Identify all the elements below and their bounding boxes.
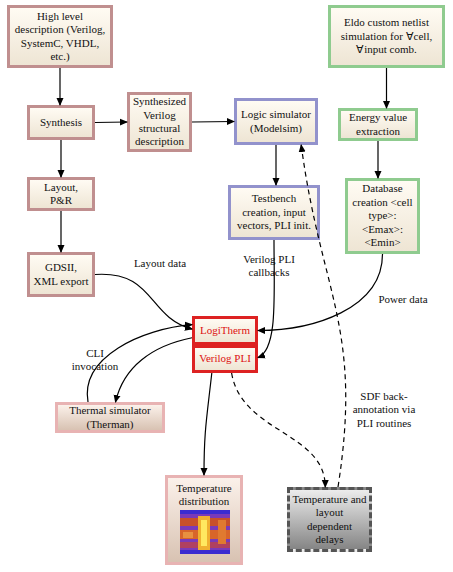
box-text: Verilog PLI <box>199 352 251 365</box>
box-text: Testbench creation, input vectors, PLI i… <box>233 192 315 232</box>
process-box: GDSII, XML export <box>27 252 95 297</box>
edge-label: SDF back-annotation via PLI routines <box>345 390 423 430</box>
connector <box>377 141 378 178</box>
connector <box>192 121 234 123</box>
connector <box>386 68 387 108</box>
process-box: Synthesized Verilog structural descripti… <box>127 92 192 152</box>
temperature-map <box>180 510 230 554</box>
box-text: Thermal simulator (Therman) <box>60 404 160 431</box>
connector <box>116 338 193 402</box>
edge-label: Power data <box>368 293 438 306</box>
connector <box>95 274 192 329</box>
box-text: Synthesized Verilog structural descripti… <box>132 95 187 149</box>
process-box: Testbench creation, input vectors, PLI i… <box>228 185 320 240</box>
connector <box>60 211 61 252</box>
dashed-connector <box>232 373 326 487</box>
connector <box>95 121 127 123</box>
process-box: Layout, P&R <box>27 177 95 211</box>
box-text: LogiTherm <box>200 324 250 337</box>
process-box: Verilog PLI <box>192 345 258 373</box>
process-box: Temperature and layout dependent delays <box>287 487 372 552</box>
process-box: Database creation <cell type>: <Emax>: <… <box>345 178 420 254</box>
process-box: High level description (Verilog, SystemC… <box>7 5 113 68</box>
connector <box>258 254 383 331</box>
connector <box>275 145 276 185</box>
box-text: Energy value extraction <box>343 111 413 138</box>
box-text: High level description (Verilog, SystemC… <box>12 10 108 64</box>
process-box: Thermal simulator (Therman) <box>55 402 165 433</box>
connector <box>204 373 212 475</box>
connector <box>60 140 61 177</box>
edge-label: Layout data <box>120 257 200 270</box>
process-box: LogiTherm <box>192 316 258 345</box>
process-box: Synthesis <box>27 105 95 140</box>
box-text: Database creation <cell type>: <Emax>: <… <box>350 182 415 249</box>
box-text: Synthesis <box>40 116 82 129</box>
box-text: Temperature and layout dependent delays <box>292 493 367 547</box>
process-box: Energy value extraction <box>338 108 418 141</box>
process-box: Logic simulator (Modelsim) <box>234 98 318 145</box>
process-box: Eldo custom netlist simulation for ∀cell… <box>328 5 445 68</box>
box-text: Eldo custom netlist simulation for ∀cell… <box>333 16 440 56</box>
edge-label: CLI invocation <box>65 347 125 374</box>
connector <box>59 68 60 105</box>
box-text: GDSII, XML export <box>32 261 90 288</box>
box-text: Logic simulator (Modelsim) <box>239 108 313 135</box>
box-text: Temperature distribution <box>170 482 238 509</box>
box-text: Layout, P&R <box>32 181 90 208</box>
edge-label: Verilog PLI callbacks <box>240 253 298 280</box>
